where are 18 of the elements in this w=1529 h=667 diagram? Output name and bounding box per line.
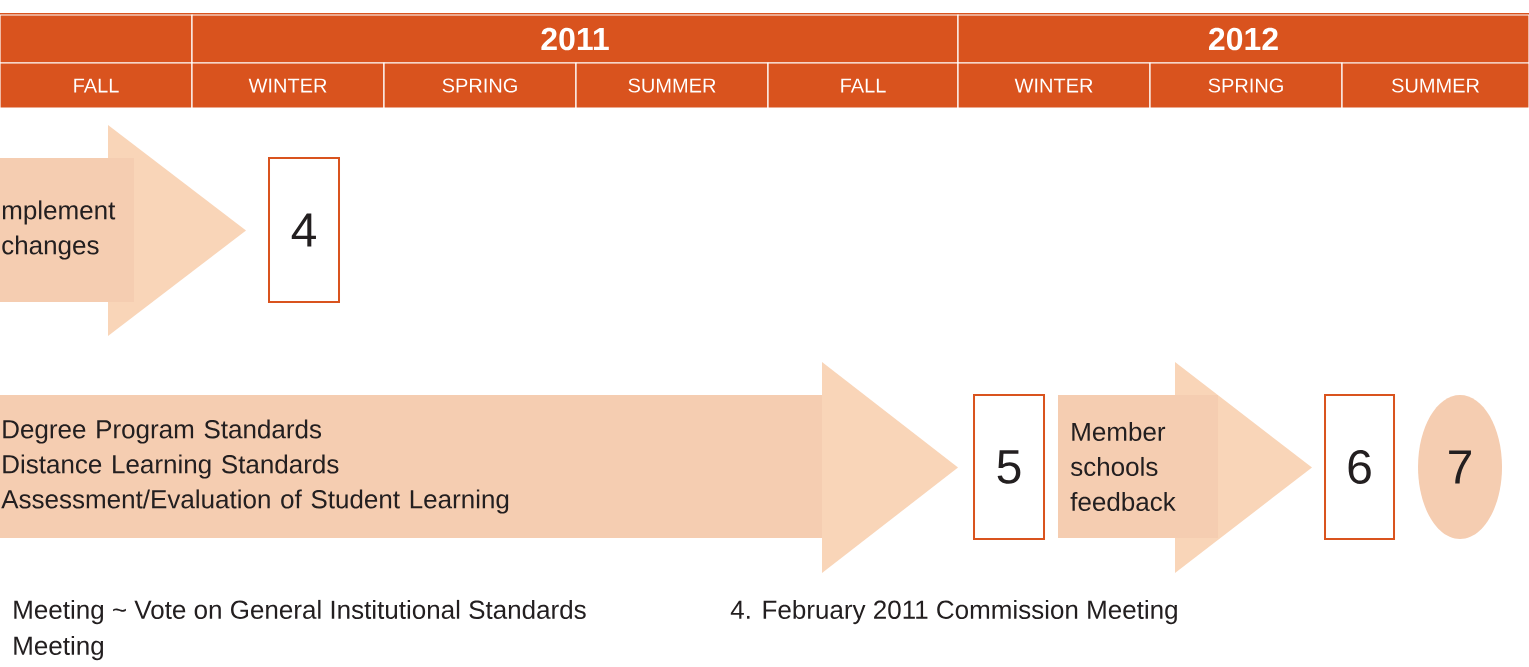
- header-cell: SUMMER: [575, 62, 769, 109]
- header-cell: SPRING: [1149, 62, 1343, 109]
- number-oval: 7: [1418, 395, 1502, 539]
- number-box: 6: [1324, 394, 1395, 540]
- header-cell: SPRING: [383, 62, 577, 109]
- header-cell: WINTER: [957, 62, 1151, 109]
- header-cell: FALL: [767, 62, 959, 109]
- note-text: Meeting: [14, 635, 103, 661]
- number-box: 4: [268, 157, 340, 303]
- note-text: 4. February 2011 Commission Meeting: [730, 599, 1177, 625]
- number-box: 5: [973, 394, 1045, 540]
- header-cell: WINTER: [191, 62, 385, 109]
- header-cell: SUMMER: [1341, 62, 1529, 109]
- node-label: 2012: [1209, 27, 1278, 51]
- node-label: mplement changes: [2, 200, 116, 260]
- header-cell: FALL: [0, 62, 193, 109]
- node-label: Member schools feedback: [1070, 421, 1176, 512]
- note-text: Meeting ~ Vote on General Institutional Standards: [14, 599, 586, 625]
